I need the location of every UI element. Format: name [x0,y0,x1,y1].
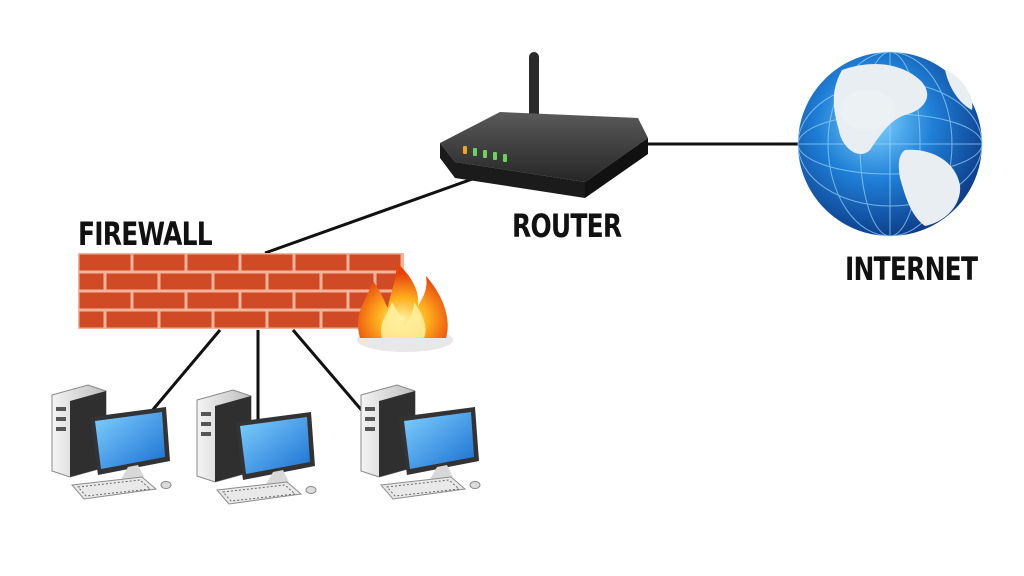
brick [214,311,266,328]
brick [295,254,347,271]
flame-icon [357,262,453,352]
router-label: ROUTER [512,207,622,245]
internet-label: INTERNET [845,250,978,288]
brick [241,254,293,271]
brick [133,292,185,309]
globe-icon [797,51,983,237]
brick [214,273,266,290]
desktop-computer-icon [360,384,481,500]
router-icon [440,52,648,198]
brick [187,292,239,309]
desktop-computer-icon [196,389,317,505]
brick [106,273,158,290]
link-firewall-pc-3 [291,329,372,421]
brick [187,254,239,271]
brick [349,254,401,271]
brick [106,311,158,328]
brick [241,292,293,309]
link-firewall-router [264,170,493,255]
brick [79,254,131,271]
brick-wall-icon [78,253,404,329]
brick [79,311,104,328]
brick [160,311,212,328]
brick [133,254,185,271]
desktop-computer-icon [51,384,172,500]
brick [79,292,131,309]
brick [322,273,374,290]
brick [268,273,320,290]
brick [268,311,320,328]
brick [79,273,104,290]
brick [160,273,212,290]
connection-lines [138,142,800,426]
brick [295,292,347,309]
firewall-label: FIREWALL [78,215,213,253]
